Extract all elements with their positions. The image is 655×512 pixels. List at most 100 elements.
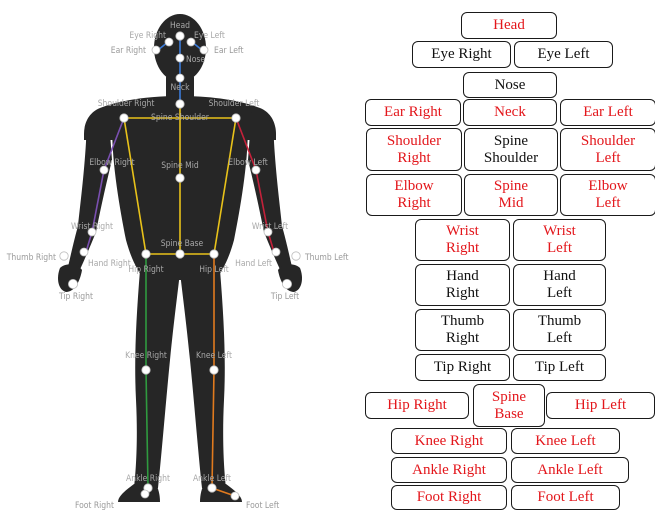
keypoint-label: Ankle Right xyxy=(412,462,486,479)
keypoint-label: Spine Shoulder xyxy=(484,133,538,167)
keypoint-box-spine-mid[interactable]: Spine Mid xyxy=(464,174,558,216)
label-hand-left: Hand Left xyxy=(235,259,272,269)
label-head: Head xyxy=(170,21,190,31)
keypoint-label: Ear Left xyxy=(583,104,633,121)
label-ankle-left: Ankle Left xyxy=(193,474,231,484)
label-hip-right: Hip Right xyxy=(128,265,163,275)
label-spine-base: Spine Base xyxy=(161,239,204,249)
label-elbow-right: Elbow Right xyxy=(89,158,134,168)
keypoint-label: Foot Left xyxy=(537,489,593,506)
keypoint-box-neck[interactable]: Neck xyxy=(463,99,557,126)
joint-shoulder-left xyxy=(232,114,240,122)
keypoint-label: Nose xyxy=(495,77,526,94)
joint-shoulder-right xyxy=(120,114,128,122)
keypoint-box-knee-right[interactable]: Knee Right xyxy=(391,428,507,454)
joint-head xyxy=(176,32,184,40)
label-wrist-left: Wrist Left xyxy=(252,222,288,232)
label-knee-right: Knee Right xyxy=(125,351,167,361)
label-shoulder-right: Shoulder Right xyxy=(98,99,155,109)
joint-foot-right xyxy=(141,490,149,498)
keypoint-box-spine-base[interactable]: Spine Base xyxy=(473,384,545,427)
keypoint-label: Thumb Right xyxy=(441,313,484,347)
keypoint-box-ear-right[interactable]: Ear Right xyxy=(365,99,461,126)
keypoint-box-thumb-right[interactable]: Thumb Right xyxy=(415,309,510,351)
keypoint-box-eye-right[interactable]: Eye Right xyxy=(412,41,511,68)
joint-hip-left xyxy=(210,250,218,258)
keypoint-label: Wrist Right xyxy=(446,223,479,257)
label-foot-left: Foot Left xyxy=(246,501,279,511)
joint-hip-right xyxy=(142,250,150,258)
keypoint-box-shoulder-right[interactable]: Shoulder Right xyxy=(366,128,462,171)
joint-hand-left xyxy=(272,248,280,256)
label-hip-left: Hip Left xyxy=(199,265,229,275)
keypoint-box-foot-left[interactable]: Foot Left xyxy=(511,485,620,510)
label-spine-shoulder: Spine Shoulder xyxy=(151,113,210,123)
keypoint-label: Eye Right xyxy=(431,46,491,63)
keypoint-label: Spine Base xyxy=(492,389,526,423)
label-neck: Neck xyxy=(170,83,190,93)
keypoint-label: Wrist Left xyxy=(543,223,576,257)
keypoint-box-hip-right[interactable]: Hip Right xyxy=(365,392,469,419)
keypoint-label: Elbow Right xyxy=(394,178,433,212)
label-wrist-right: Wrist Right xyxy=(71,222,113,232)
keypoint-box-wrist-right[interactable]: Wrist Right xyxy=(415,219,510,261)
joint-spine-mid xyxy=(176,174,184,182)
joint-knee-left xyxy=(210,366,218,374)
keypoint-box-wrist-left[interactable]: Wrist Left xyxy=(513,219,606,261)
keypoint-label: Tip Right xyxy=(434,359,491,376)
keypoint-box-elbow-left[interactable]: Elbow Left xyxy=(560,174,655,216)
keypoint-label: Knee Right xyxy=(415,433,484,450)
joint-tip-right xyxy=(68,279,77,288)
label-knee-left: Knee Left xyxy=(196,351,232,361)
label-thumb-left: Thumb Left xyxy=(304,253,348,263)
label-nose: Nose xyxy=(186,55,205,65)
keypoint-box-eye-left[interactable]: Eye Left xyxy=(514,41,613,68)
keypoint-box-tip-right[interactable]: Tip Right xyxy=(415,354,510,381)
keypoint-box-hand-right[interactable]: Hand Right xyxy=(415,264,510,306)
keypoint-label: Spine Mid xyxy=(494,178,528,212)
keypoint-label: Knee Left xyxy=(535,433,595,450)
keypoint-label: Foot Right xyxy=(417,489,482,506)
keypoint-label: Hand Left xyxy=(543,268,576,302)
label-tip-right: Tip Right xyxy=(58,292,93,302)
keypoint-label: Head xyxy=(493,17,525,34)
keypoint-box-spine-shoulder[interactable]: Spine Shoulder xyxy=(464,128,558,171)
keypoint-box-shoulder-left[interactable]: Shoulder Left xyxy=(560,128,655,171)
keypoint-box-thumb-left[interactable]: Thumb Left xyxy=(513,309,606,351)
label-eye-left: Eye Left xyxy=(194,31,225,41)
keypoint-label: Ankle Left xyxy=(537,462,602,479)
keypoint-label: Elbow Left xyxy=(588,178,627,212)
joint-ear-left xyxy=(200,46,208,54)
keypoint-label: Hip Left xyxy=(575,397,626,414)
keypoint-box-ankle-right[interactable]: Ankle Right xyxy=(391,457,507,483)
keypoint-label: Hand Right xyxy=(446,268,479,302)
keypoint-box-tip-left[interactable]: Tip Left xyxy=(513,354,606,381)
keypoint-box-foot-right[interactable]: Foot Right xyxy=(391,485,507,510)
label-hand-right: Hand Right xyxy=(88,259,131,269)
keypoint-box-nose[interactable]: Nose xyxy=(463,72,557,98)
keypoint-box-hand-left[interactable]: Hand Left xyxy=(513,264,606,306)
label-eye-right: Eye Right xyxy=(129,31,166,41)
label-ear-left: Ear Left xyxy=(214,46,243,56)
joint-thumb-right xyxy=(60,252,68,260)
keypoint-box-head[interactable]: Head xyxy=(461,12,557,39)
keypoint-box-knee-left[interactable]: Knee Left xyxy=(511,428,620,454)
keypoint-box-hip-left[interactable]: Hip Left xyxy=(546,392,655,419)
label-spine-mid: Spine Mid xyxy=(161,161,199,171)
label-tip-left: Tip Left xyxy=(270,292,299,302)
keypoint-label: Thumb Left xyxy=(538,313,581,347)
keypoint-label: Eye Left xyxy=(537,46,589,63)
keypoint-box-elbow-right[interactable]: Elbow Right xyxy=(366,174,462,216)
joint-neck xyxy=(176,74,184,82)
keypoint-label: Hip Right xyxy=(387,397,447,414)
joint-nose xyxy=(176,54,184,62)
keypoint-label: Ear Right xyxy=(384,104,442,121)
body-skeleton-diagram: Head Eye Right Eye Left Ear Right Ear Le… xyxy=(0,0,360,512)
keypoint-box-ankle-left[interactable]: Ankle Left xyxy=(511,457,629,483)
joint-tip-left xyxy=(282,279,291,288)
keypoint-box-ear-left[interactable]: Ear Left xyxy=(560,99,655,126)
joint-hand-right xyxy=(80,248,88,256)
joint-foot-left xyxy=(231,492,239,500)
joint-ear-right xyxy=(152,46,160,54)
